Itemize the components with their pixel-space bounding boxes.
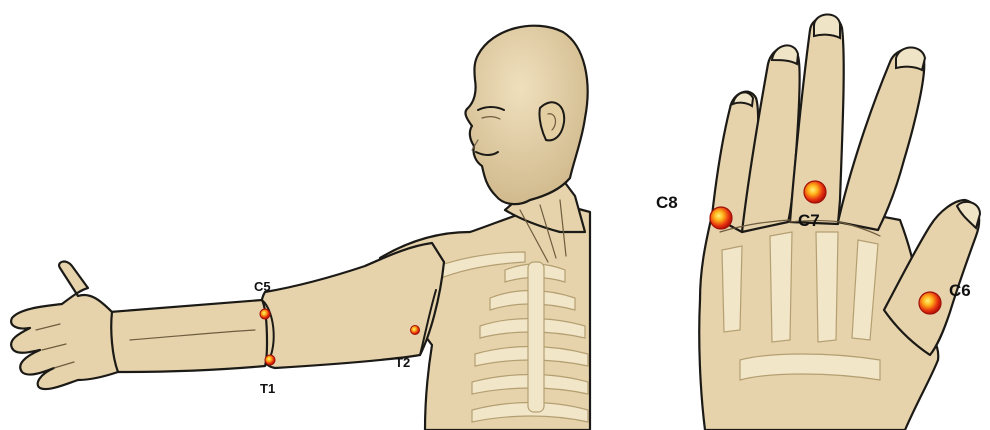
left-hand: [11, 262, 118, 390]
label-c5: C5: [254, 279, 271, 294]
upper-arm: [260, 243, 444, 368]
label-c6: C6: [949, 281, 971, 300]
dermatome-point-c6: [919, 292, 941, 314]
dermatome-point-c5: [260, 309, 270, 319]
dermatome-point-t1: [265, 355, 275, 365]
dermatome-point-c8: [710, 207, 732, 229]
finger-index: [838, 49, 924, 230]
ear: [539, 102, 564, 140]
label-t2: T2: [395, 355, 410, 370]
hand-figure: C8 C7 C6: [656, 14, 980, 430]
label-t1: T1: [260, 381, 275, 396]
dermatome-point-t2: [411, 326, 420, 335]
head: [465, 26, 587, 204]
arm-figure: C5 T1 T2: [11, 26, 590, 430]
dermatome-point-c7: [804, 181, 826, 203]
forearm: [109, 300, 266, 372]
label-c8: C8: [656, 193, 678, 212]
label-c7: C7: [798, 211, 820, 230]
